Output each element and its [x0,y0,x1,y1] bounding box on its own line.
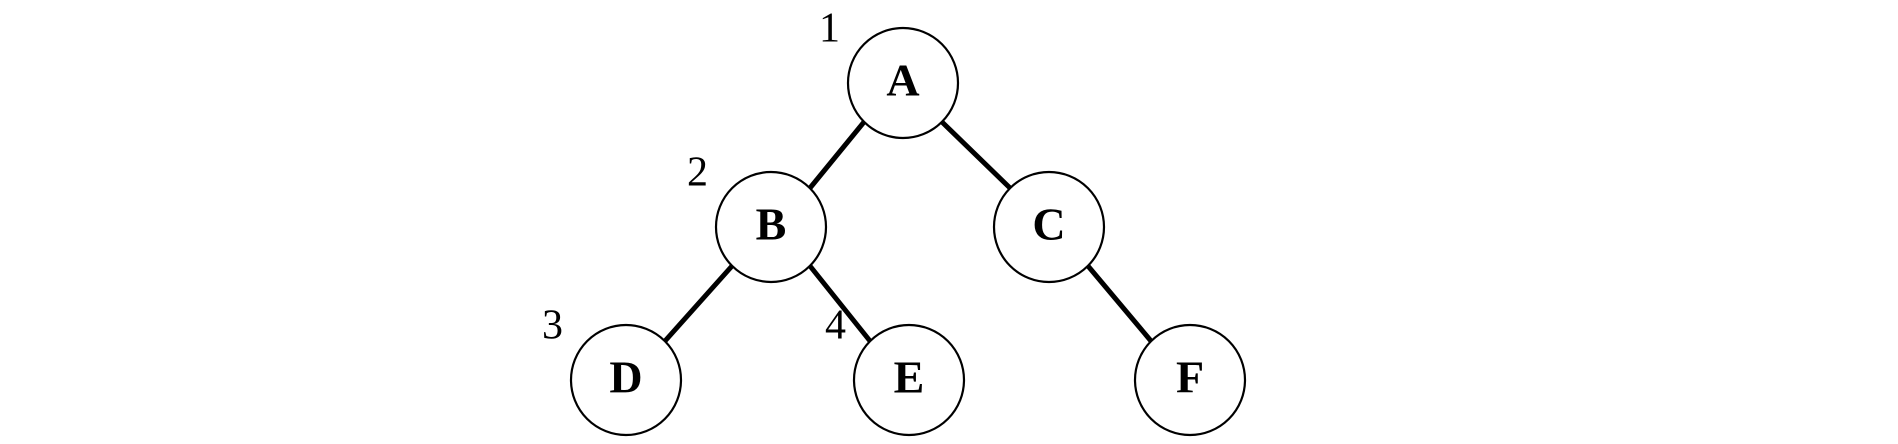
tree-edge-b-e [808,264,872,343]
tree-node-e[interactable]: E [852,323,966,437]
tree-edge-a-c [940,120,1012,190]
node-circle-a [846,26,960,140]
node-label-b: B [756,199,787,250]
node-label-a: A [886,55,919,106]
traversal-order-label-a: 1 [819,6,840,52]
tree-edge-b-d [663,264,734,343]
nodes-group: A B C D E F [569,26,1247,437]
order-labels-group: 1 2 3 4 [542,6,846,349]
node-circle-c [992,170,1106,284]
tree-edge-a-b [808,120,866,190]
edges-group [663,120,1153,343]
tree-node-c[interactable]: C [992,170,1106,284]
tree-node-d[interactable]: D [569,323,683,437]
traversal-order-label-e: 4 [825,303,846,349]
node-circle-f [1133,323,1247,437]
node-label-c: C [1032,199,1065,250]
node-circle-e [852,323,966,437]
tree-node-b[interactable]: B [714,170,828,284]
traversal-order-label-b: 2 [687,150,708,196]
node-circle-d [569,323,683,437]
traversal-order-label-d: 3 [542,303,563,349]
node-label-d: D [609,352,642,403]
node-circle-b [714,170,828,284]
tree-node-a[interactable]: A [846,26,960,140]
node-label-f: F [1176,352,1204,403]
tree-node-f[interactable]: F [1133,323,1247,437]
node-label-e: E [894,352,925,403]
tree-edge-c-f [1086,264,1153,343]
